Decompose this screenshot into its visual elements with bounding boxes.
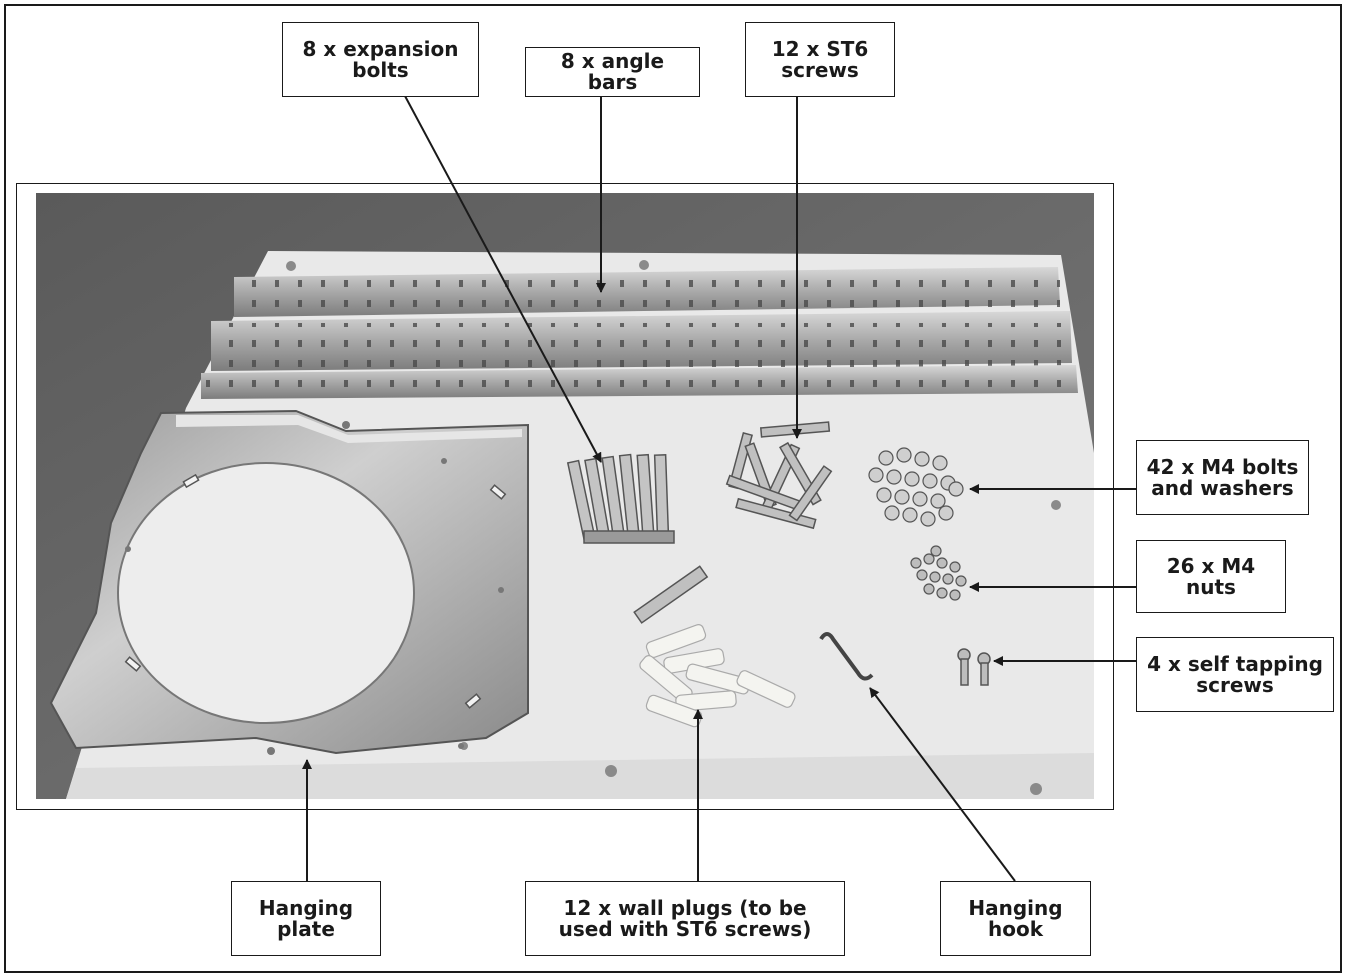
outer-frame (4, 4, 1342, 973)
self-tapping-screws-shape (957, 648, 991, 686)
label-hanging-plate: Hanging plate (231, 881, 381, 956)
angle-bars (201, 267, 1078, 399)
st6-screws-shape (725, 421, 833, 530)
expansion-bolts-shape (566, 453, 675, 544)
m4-bolts-shape (868, 447, 964, 527)
label-m4-nuts: 26 x M4 nuts (1136, 540, 1286, 613)
wall-plugs-shape (639, 624, 796, 728)
label-hanging-hook: Hanging hook (940, 881, 1091, 956)
label-st6-screws: 12 x ST6 screws (745, 22, 895, 97)
hanging-hook-shape (819, 632, 874, 681)
label-angle-bars: 8 x angle bars (525, 47, 700, 97)
label-wall-plugs: 12 x wall plugs (to be used with ST6 scr… (525, 881, 845, 956)
m4-nuts-shape (910, 545, 967, 601)
loose-expansion-bolt (633, 565, 709, 624)
label-m4-bolts-washers: 42 x M4 bolts and washers (1136, 440, 1309, 515)
label-self-tapping-screws: 4 x self tapping screws (1136, 637, 1334, 712)
parts-photo (36, 193, 1094, 799)
label-expansion-bolts: 8 x expansion bolts (282, 22, 479, 97)
board-screw-dots (286, 260, 1061, 795)
